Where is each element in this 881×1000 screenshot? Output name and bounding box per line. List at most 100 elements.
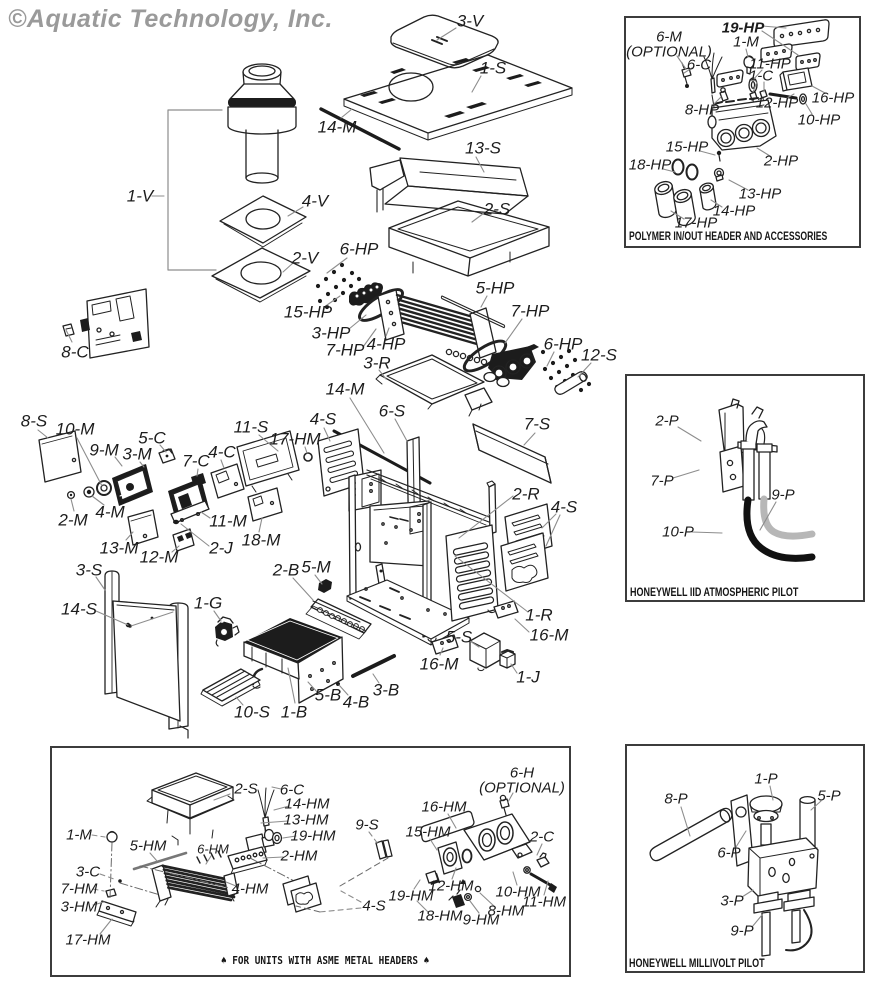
part-label-2-hp: 2-HP <box>763 152 799 170</box>
part-label-7-hm: 7-HM <box>60 880 98 898</box>
part-label-19-hm: 19-HM <box>388 887 434 905</box>
part-label-1-r: 1-R <box>525 605 553 625</box>
part-label-4-b: 4-B <box>342 692 370 712</box>
part-label-1-b: 1-B <box>280 702 308 722</box>
jacket-panel-3s <box>104 570 189 739</box>
plate-2v <box>211 247 311 303</box>
part-label-4-s: 4-S <box>362 897 386 915</box>
part-label-2-v: 2-V <box>291 248 319 268</box>
part-label-8-c: 8-C <box>61 342 89 362</box>
part-label-5-s: 5-S <box>445 627 473 647</box>
part-label-5-hp: 5-HP <box>475 278 515 298</box>
part-label-2-m: 2-M <box>58 510 88 530</box>
part-label-5-m: 5-M <box>301 557 331 577</box>
part-label-4-c: 4-C <box>208 442 236 462</box>
inset-box-asme-headers <box>50 746 571 977</box>
part-label-5-b: 5-B <box>314 685 342 705</box>
part-label-10-hm: 10-HM <box>495 883 541 901</box>
part-label-5-c: 5-C <box>138 428 166 448</box>
part-label-7-hp: 7-HP <box>510 301 550 321</box>
cabinet-art <box>346 469 499 646</box>
part-label-1-p: 1-P <box>754 770 778 788</box>
part-label-12-s: 12-S <box>581 345 617 365</box>
part-label-1-m: 1-M <box>733 33 759 51</box>
top-panel-1s <box>343 54 573 141</box>
manifold-2b <box>305 598 372 640</box>
part-label-6-hp: 6-HP <box>339 239 379 259</box>
vent-cap-art <box>227 63 297 184</box>
part-label-3-m: 3-M <box>122 444 152 464</box>
part-label-10-hp: 10-HP <box>797 111 841 129</box>
inset-box-iid-pilot <box>625 374 865 602</box>
part-label-3-c: 3-C <box>75 863 101 881</box>
part-label-10-m: 10-M <box>55 419 95 439</box>
part-label-11-s: 11-S <box>233 417 269 437</box>
caption-iid-pilot: HONEYWELL IID ATMOSPHERIC PILOT <box>630 585 799 599</box>
part-label-6-c: 6-C <box>279 781 305 799</box>
part-label-11-m: 11-M <box>209 511 247 531</box>
part-label-8-p: 8-P <box>664 790 688 808</box>
part-label-17-hp: 17-HP <box>674 214 718 232</box>
part-label-11-hm: 11-HM <box>522 893 566 911</box>
part-label-18-hp: 18-HP <box>628 156 672 174</box>
panel-7s <box>472 423 552 484</box>
caption-millivolt-pilot: HONEYWELL MILLIVOLT PILOT <box>629 956 765 970</box>
inset-box-millivolt-pilot <box>625 744 865 973</box>
part-label-18-m: 18-M <box>241 530 281 550</box>
part-label-16-hm: 16-HM <box>421 798 467 816</box>
part-label-18-hm: 18-HM <box>417 907 463 925</box>
part-label-4-s: 4-S <box>550 497 578 517</box>
watermark: ©Aquatic Technology, Inc. <box>8 5 333 33</box>
part-label-16-m: 16-M <box>529 625 569 645</box>
part-label-6-p: 6-P <box>717 844 741 862</box>
combustion-box-2s <box>388 200 550 277</box>
gasket-strip-3hp <box>349 282 383 306</box>
part-label-7-c: 7-C <box>182 451 210 471</box>
part-label-4-hm: 4-HM <box>231 880 269 898</box>
part-label-3-r: 3-R <box>363 353 391 373</box>
part-label-8-hm: 8-HM <box>487 902 525 920</box>
inset-box-polymer-header <box>624 16 861 248</box>
part-label-19-hp: 19-HP <box>721 19 765 37</box>
part-label-3-p: 3-P <box>720 892 744 910</box>
part-label-14-m: 14-M <box>317 117 357 137</box>
rod-3b <box>351 654 396 678</box>
part-label-17-hm: 17-HM <box>269 429 321 449</box>
part-label-2-r: 2-R <box>512 484 540 504</box>
part-label-9-m: 9-M <box>89 440 119 460</box>
part-label-3-hm: 3-HM <box>60 898 98 916</box>
part-label-4-hp: 4-HP <box>366 334 406 354</box>
part-label-2-c: 2-C <box>529 828 555 846</box>
bracket-5s <box>469 632 501 672</box>
part-label-15-hm: 15-HM <box>405 823 451 841</box>
caption-polymer-header: POLYMER IN/OUT HEADER AND ACCESSORIES <box>629 229 828 243</box>
part-label-15-hp: 15-HP <box>283 302 333 322</box>
inset-asme-art <box>96 772 557 927</box>
part-label-16-m: 16-M <box>419 654 459 674</box>
part-label-13-hm: 13-HM <box>283 811 329 829</box>
part-label-1-m: 1-M <box>66 826 92 844</box>
part-label-19-hm: 19-HM <box>290 827 336 845</box>
part-label-1-j: 1-J <box>516 667 540 687</box>
inset-millivolt-art <box>649 794 819 957</box>
part-label-10-p: 10-P <box>662 523 694 541</box>
part-label-6-m: 6-M(OPTIONAL) <box>626 28 712 61</box>
part-label-3-v: 3-V <box>456 11 484 31</box>
part-label-9-hm: 9-HM <box>462 911 500 929</box>
part-label-12-hp: 12-HP <box>755 94 799 112</box>
part-label-2-b: 2-B <box>272 560 300 580</box>
part-label-3-b: 3-B <box>372 680 400 700</box>
part-label-9-p: 9-P <box>771 486 795 504</box>
plate-4v <box>219 195 307 248</box>
part-label-2-hm: 2-HM <box>280 847 318 865</box>
part-label-6-hm: 6-HM <box>197 841 229 857</box>
part-label-12-hm: 12-HM <box>428 877 474 895</box>
part-label-11-hp: 11-HP <box>749 55 791 73</box>
part-label-14-hm: 14-HM <box>284 795 330 813</box>
part-label-15-hp: 15-HP <box>665 138 709 156</box>
part-label-5-hm: 5-HM <box>129 837 167 855</box>
part-label-2-s: 2-S <box>234 780 258 798</box>
part-label-5-p: 5-P <box>817 787 841 805</box>
part-label-3-hp: 3-HP <box>311 323 351 343</box>
